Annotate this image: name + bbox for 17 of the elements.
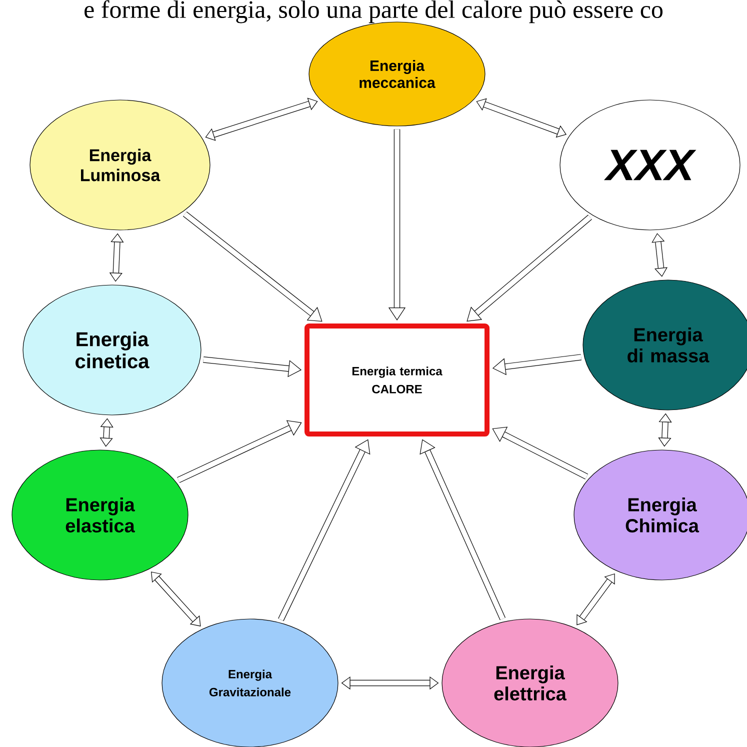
block-arrow — [420, 439, 506, 620]
ellipse-node: XXX — [560, 100, 740, 230]
block-arrow — [278, 439, 370, 622]
block-arrow — [652, 233, 668, 277]
ellipse-node: Energia Chimica — [574, 450, 747, 580]
sentence-fragment: e forme di energia, solo una parte del calore può essere co — [84, 0, 663, 24]
ellipse-node: Energia elastica — [12, 450, 188, 580]
block-arrow — [177, 420, 302, 483]
ellipse-node: Energia Luminosa — [30, 100, 210, 230]
center-box: Energia termica CALORE — [304, 324, 490, 436]
block-arrow — [205, 98, 318, 141]
ellipse-node: Energia di massa — [582, 280, 747, 410]
ellipse-node: Energia elettrica — [442, 618, 618, 747]
ellipse-node: Energia Gravitazionale — [162, 618, 338, 747]
block-arrow — [492, 426, 588, 480]
block-arrow — [182, 212, 322, 322]
ellipse-node: Energia cinetica — [22, 284, 202, 416]
